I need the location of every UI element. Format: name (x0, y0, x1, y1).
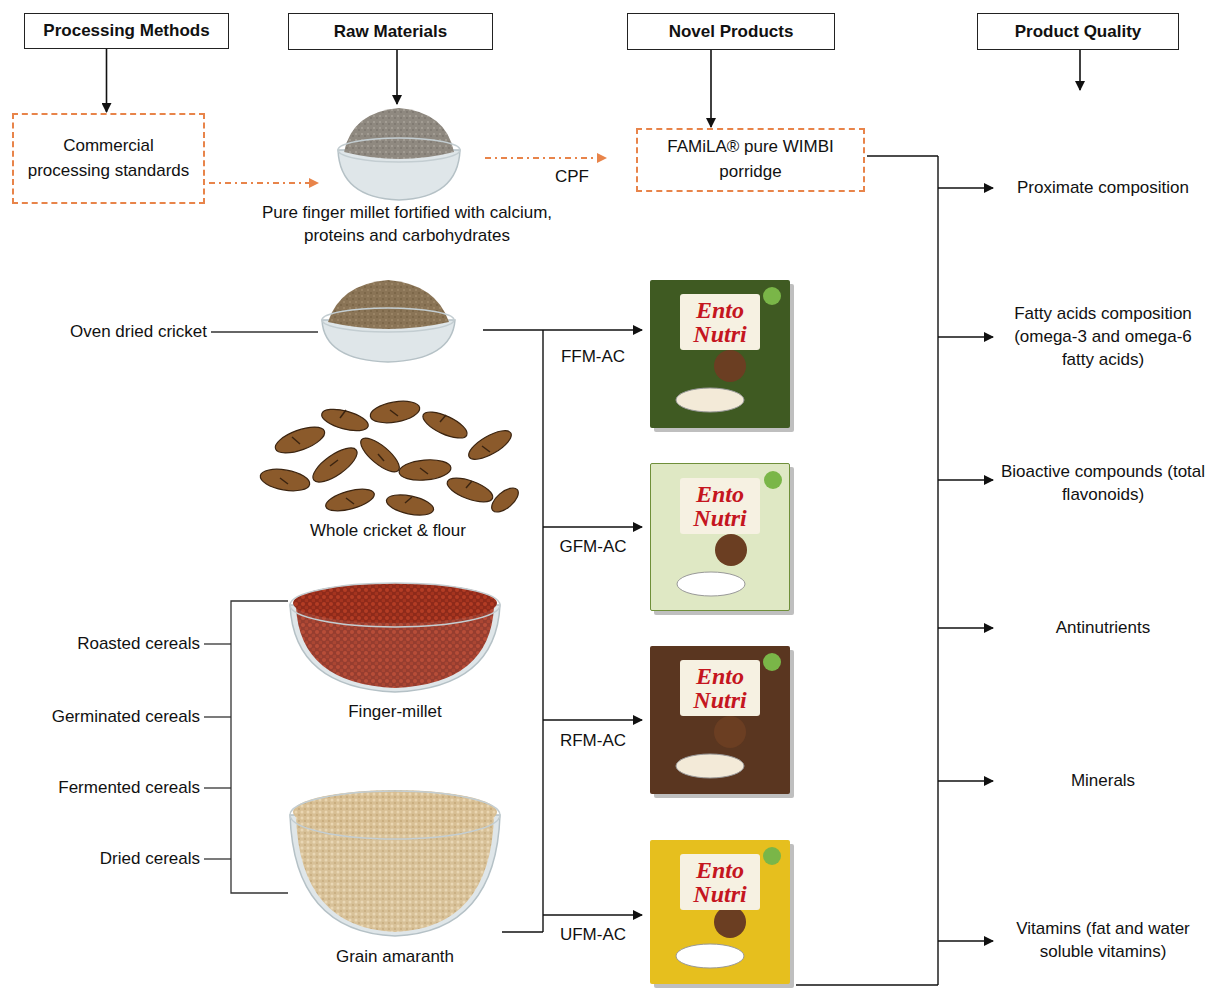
quality-item: Bioactive compounds (total flavonoids) (996, 461, 1210, 507)
side-label: Dried cereals (20, 848, 200, 871)
caption-text: Pure finger millet fortified with calciu… (247, 202, 567, 248)
edge-label: RFM-AC (548, 730, 638, 753)
flow-arrow (106, 49, 108, 112)
process-box: Commercial processing standards (12, 113, 205, 204)
flow-arrow (710, 50, 712, 127)
caption-text: Finger-millet (285, 701, 505, 724)
quality-item: Proximate composition (996, 177, 1210, 200)
box-text: FAMiLA® pure WIMBI porridge (648, 135, 853, 184)
caption-text: Whole cricket & flour (268, 520, 508, 543)
product-package: Ento Nutri (650, 280, 790, 428)
header-box: Product Quality (977, 13, 1179, 50)
edge-label: UFM-AC (548, 924, 638, 947)
box-text: Raw Materials (334, 22, 447, 42)
brand-name: Ento Nutri (680, 660, 760, 716)
side-label: Germinated cereals (20, 706, 200, 729)
product-package: Ento Nutri (650, 840, 790, 984)
box-text: Product Quality (1015, 22, 1142, 42)
quality-item: Antinutrients (996, 617, 1210, 640)
brand-name: Ento Nutri (680, 478, 760, 534)
side-label: Fermented cereals (20, 777, 200, 800)
product-package: Ento Nutri (650, 463, 790, 611)
product-package: Ento Nutri (650, 646, 790, 794)
quality-item: Fatty acids composition (omega-3 and ome… (996, 303, 1210, 372)
edge-label: FFM-AC (548, 346, 638, 369)
header-box: Raw Materials (288, 13, 493, 50)
box-text: Novel Products (669, 22, 794, 42)
header-box: Novel Products (627, 13, 835, 50)
header-box: Processing Methods (24, 13, 229, 49)
side-label: Oven dried cricket (27, 321, 207, 344)
brand-name: Ento Nutri (680, 294, 760, 350)
side-label: Roasted cereals (20, 633, 200, 656)
quality-item: Minerals (996, 770, 1210, 793)
caption-text: Grain amaranth (285, 946, 505, 969)
edge-label: CPF (548, 166, 596, 189)
quality-item: Vitamins (fat and water soluble vitamins… (996, 918, 1210, 964)
product-box: FAMiLA® pure WIMBI porridge (636, 128, 865, 192)
box-text: Processing Methods (43, 21, 209, 41)
edge-label: GFM-AC (548, 536, 638, 559)
box-text: Commercial processing standards (24, 134, 193, 183)
brand-name: Ento Nutri (680, 854, 760, 910)
